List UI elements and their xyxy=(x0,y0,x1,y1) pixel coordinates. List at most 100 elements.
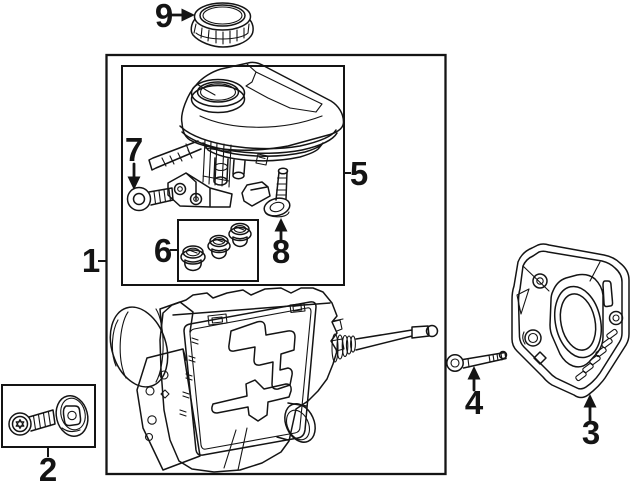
line-art-path xyxy=(179,337,199,417)
callout-6[interactable]: 6 xyxy=(154,232,178,269)
line-art-path xyxy=(612,314,620,322)
booster-bolt-drawing xyxy=(446,351,507,372)
line-art-path xyxy=(269,201,285,213)
line-art-path xyxy=(285,409,311,441)
line-art-path xyxy=(161,143,193,167)
line-art-path xyxy=(446,354,464,372)
line-art-path xyxy=(207,238,231,254)
line-art-path xyxy=(190,18,254,48)
line-art-path xyxy=(275,177,288,196)
line-art-path xyxy=(190,84,246,114)
callout-1-label: 1 xyxy=(82,242,100,279)
line-art-path xyxy=(209,234,229,248)
line-art-path xyxy=(60,397,86,431)
callout-3-label: 3 xyxy=(582,414,600,451)
mount-bolt-and-bushing-drawing xyxy=(8,395,89,437)
grommet xyxy=(228,222,252,248)
fastener-group-box-2 xyxy=(1,384,96,448)
line-art-path xyxy=(331,333,339,363)
line-art-path xyxy=(189,307,312,450)
line-art-path xyxy=(223,427,248,471)
line-art-path xyxy=(202,6,243,25)
line-art-path xyxy=(62,405,82,427)
line-art-path xyxy=(522,331,526,345)
line-art-path xyxy=(425,324,439,338)
callout-7[interactable]: 7 xyxy=(125,131,143,190)
line-art-path xyxy=(159,301,194,333)
line-art-path xyxy=(61,427,81,433)
callout-9[interactable]: 9 xyxy=(155,0,195,34)
line-art-path xyxy=(559,293,597,351)
line-art-path xyxy=(159,370,169,380)
line-art-path xyxy=(554,285,602,359)
line-art-path xyxy=(196,63,323,128)
line-art-path xyxy=(202,139,232,188)
callout-3-arrow-head xyxy=(583,394,597,408)
line-art-path xyxy=(132,192,146,206)
line-art-path xyxy=(263,197,291,217)
line-art-path xyxy=(606,328,618,340)
assembly-group-box-1 xyxy=(105,53,447,476)
callout-4[interactable]: 4 xyxy=(465,366,484,421)
line-art-path xyxy=(232,236,248,248)
line-art-path xyxy=(213,176,228,186)
line-art-path xyxy=(180,61,345,151)
line-art-path xyxy=(516,288,530,315)
callout-6-label: 6 xyxy=(154,232,172,269)
callout-4-arrow-head xyxy=(467,366,481,380)
callout-4-label: 4 xyxy=(465,384,484,421)
line-art-path xyxy=(450,358,460,368)
line-art-path xyxy=(345,335,353,355)
line-art-path xyxy=(182,245,204,259)
mounting-plate-drawing xyxy=(498,243,630,399)
line-art-path xyxy=(189,192,203,206)
callout-9-label: 9 xyxy=(155,0,173,34)
line-art-path xyxy=(608,310,624,326)
line-art-path xyxy=(199,4,246,27)
line-art-path xyxy=(241,181,271,207)
line-art-path xyxy=(517,250,623,390)
line-art-path xyxy=(193,196,199,202)
line-art-path xyxy=(202,142,324,162)
line-art-path xyxy=(350,335,356,353)
line-art-path xyxy=(8,412,32,436)
line-art-path xyxy=(148,187,174,206)
callout-2-label: 2 xyxy=(39,451,57,484)
line-art-path xyxy=(196,81,240,103)
line-art-path xyxy=(511,243,630,399)
line-art-path xyxy=(527,332,539,344)
line-art-path xyxy=(159,287,338,473)
line-art-path xyxy=(341,334,349,358)
line-art-path xyxy=(55,395,89,437)
grommet xyxy=(207,234,231,260)
reservoir-fitting-drawing xyxy=(241,167,291,218)
line-art-path xyxy=(524,329,542,347)
line-art-path xyxy=(355,325,430,351)
line-art-path xyxy=(284,403,316,443)
callout-8-arrow-head xyxy=(274,218,288,232)
callout-5[interactable]: 5 xyxy=(344,155,368,192)
line-art-path xyxy=(184,259,202,272)
line-art-path xyxy=(67,410,77,421)
line-art-path xyxy=(533,351,547,365)
line-art-path xyxy=(190,78,246,108)
brake-fluid-reservoir-drawing xyxy=(148,61,345,208)
line-art-path xyxy=(136,348,201,471)
line-art-path xyxy=(160,389,170,399)
line-art-path xyxy=(264,211,290,218)
line-art-path xyxy=(145,386,155,396)
line-art-path xyxy=(213,157,229,181)
line-art-path xyxy=(32,411,52,431)
line-art-path xyxy=(179,125,337,150)
line-art-path xyxy=(575,370,587,382)
line-art-path xyxy=(549,273,604,368)
line-art-path xyxy=(153,188,172,205)
grommet-set-drawing xyxy=(180,222,252,272)
callout-2[interactable]: 2 xyxy=(39,447,57,484)
callout-8[interactable]: 8 xyxy=(272,218,290,270)
callout-1[interactable]: 1 xyxy=(82,242,107,279)
grommet xyxy=(180,245,206,272)
callout-7-label: 7 xyxy=(125,131,143,168)
callout-3[interactable]: 3 xyxy=(582,394,600,451)
line-art-path xyxy=(228,226,252,242)
